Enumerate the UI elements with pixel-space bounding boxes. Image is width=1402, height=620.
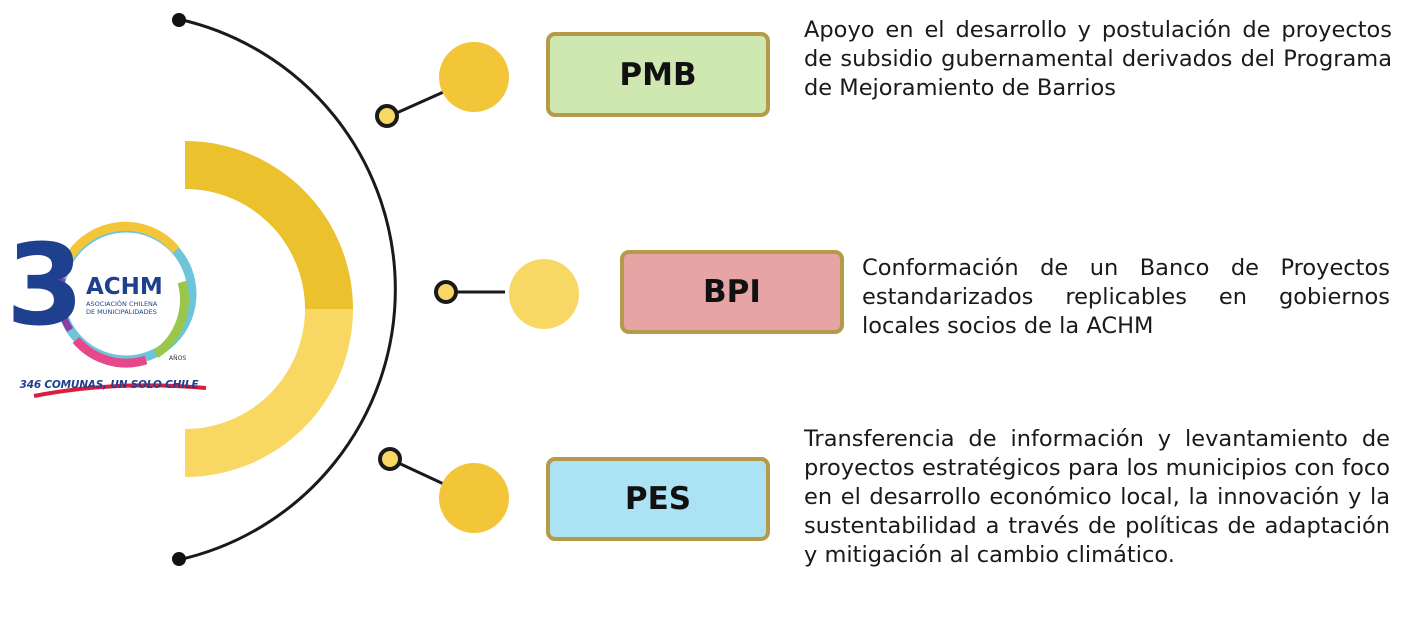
connector-line-pes	[391, 458, 449, 488]
bullet-circle-pmb	[439, 42, 509, 112]
logo-years-label: AÑOS	[169, 355, 187, 362]
description-pes: Transferencia de información y levantami…	[804, 426, 1390, 568]
description-bpi: Conformación de un Banco de Proyectos es…	[862, 255, 1390, 339]
connector-line-pmb	[391, 88, 449, 117]
logo-name-line2: DE MUNICIPALIDADES	[86, 308, 157, 316]
connector-node-pmb-icon	[375, 104, 399, 128]
arc-endpoint-top-icon	[172, 13, 186, 27]
logo-acronym: ACHM	[86, 274, 163, 300]
label-box-bpi: BPI	[620, 250, 844, 334]
label-box-pes: PES	[546, 457, 770, 541]
achm-logo-graphic: 3 ACHM ASOCIACIÓN CHILENA DE MUNICIPALID…	[6, 221, 207, 398]
bullet-circle-pes	[439, 463, 509, 533]
arc-endpoint-bottom-icon	[172, 552, 186, 566]
connector-node-pes-icon	[378, 447, 402, 471]
logo-name-line1: ASOCIACIÓN CHILENA	[86, 299, 158, 308]
description-pmb: Apoyo en el desarrollo y postulación de …	[804, 17, 1392, 101]
half-ring-upper	[185, 141, 353, 309]
half-ring-lower	[185, 309, 353, 477]
achm-30-logo: 3 ACHM ASOCIACIÓN CHILENA DE MUNICIPALID…	[6, 212, 216, 408]
logo-number: 3	[6, 221, 84, 351]
bullet-circle-bpi	[509, 259, 579, 329]
main-arc	[177, 17, 397, 562]
label-box-pmb: PMB	[546, 32, 770, 117]
logo-tagline: 346 COMUNAS, UN SOLO CHILE	[19, 379, 199, 391]
connector-node-bpi-icon	[434, 280, 458, 304]
